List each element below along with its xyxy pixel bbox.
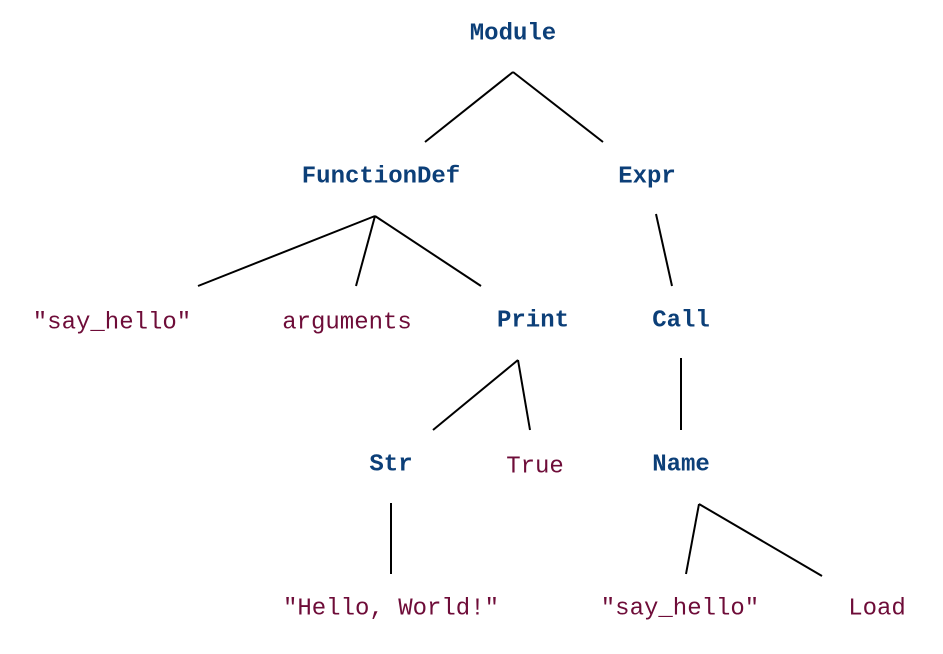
- edge-name-to-load: [698, 503, 823, 577]
- node-functiondef: FunctionDef: [302, 163, 460, 190]
- edge-print-to-true: [517, 359, 531, 431]
- node-expr: Expr: [618, 163, 676, 190]
- node-module: Module: [470, 20, 556, 47]
- node-true: True: [506, 453, 564, 480]
- edge-module-to-expr: [512, 71, 604, 143]
- node-hello-world: "Hello, World!": [283, 595, 499, 622]
- node-arguments: arguments: [282, 309, 412, 336]
- edge-name-to-say-hello-id: [685, 503, 700, 575]
- tree-edges: [197, 71, 823, 577]
- node-say-hello-str: "say_hello": [33, 309, 191, 336]
- node-str: Str: [369, 451, 412, 478]
- node-call: Call: [652, 307, 710, 334]
- edge-expr-to-call: [655, 213, 673, 287]
- edge-functiondef-to-arguments: [355, 215, 376, 287]
- edge-functiondef-to-say-hello-str: [197, 215, 376, 287]
- node-name: Name: [652, 451, 710, 478]
- edge-print-to-str: [432, 359, 519, 431]
- node-print: Print: [497, 307, 569, 334]
- edge-module-to-functiondef: [424, 71, 514, 143]
- edge-functiondef-to-print: [374, 215, 482, 287]
- node-load: Load: [848, 595, 906, 622]
- node-say-hello-id: "say_hello": [601, 595, 759, 622]
